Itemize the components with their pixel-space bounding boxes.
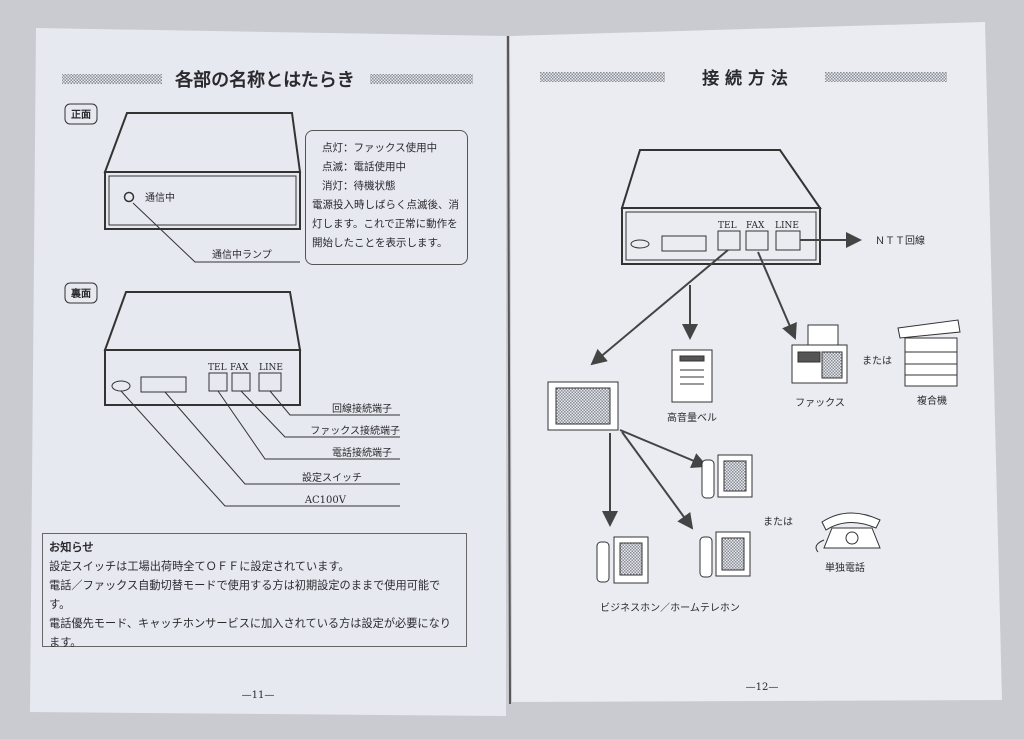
bell-unit-icon	[671, 349, 713, 403]
or-label-2: または	[763, 516, 793, 528]
or-label-1: または	[862, 355, 892, 367]
left-page-number: —11—	[242, 690, 275, 701]
ntt-line-label: ＮＴＴ回線	[875, 234, 925, 247]
rear-port-tel: TEL	[208, 363, 227, 373]
rear-badge-frame	[64, 282, 98, 304]
callout-tel-port: 電話接続端子	[332, 446, 392, 459]
business-phone-main-unit-icon	[547, 381, 619, 431]
callout-fax-port: ファックス接続端子	[310, 424, 400, 437]
notice-heading: お知らせ	[49, 541, 94, 554]
connection-arrows	[590, 232, 862, 530]
business-phone-label: ビジネスホン／ホームテレホン	[600, 602, 740, 614]
right-page-number: —12—	[746, 682, 779, 693]
callout-line-port: 回線接続端子	[332, 402, 392, 415]
page-gutter	[507, 35, 511, 705]
callout-setting-switch: 設定スイッチ	[302, 471, 362, 484]
multifunction-printer-icon	[897, 319, 961, 387]
callout-ac100v: AC100V	[304, 495, 347, 506]
front-lamp-caption: 通信中ランプ	[212, 248, 272, 261]
title-hatch-right-r	[825, 72, 947, 82]
business-phone-icon	[699, 531, 751, 578]
single-phone-label: 単独電話	[825, 561, 865, 574]
port-line: LINE	[775, 221, 799, 231]
rear-leader-lines	[120, 390, 400, 507]
fax-label: ファックス	[795, 397, 845, 409]
mfp-label: 複合機	[917, 394, 947, 407]
notice-line: 設定スイッチは工場出荷時全てＯＦＦに設定されています。	[49, 560, 350, 573]
rear-device-drawing	[103, 291, 302, 406]
bell-label: 高音量ベル	[667, 411, 717, 424]
left-page-title: 各部の名称とはたらき	[174, 69, 355, 91]
rear-port-line: LINE	[259, 363, 283, 373]
status-line: 点灯：ファックス使用中	[322, 142, 438, 154]
lamp-icon	[123, 191, 135, 203]
single-line-phone-icon	[815, 512, 881, 553]
status-line: 消灯：待機状態	[322, 180, 396, 192]
status-note: 電源投入時しばらく点滅後、消灯します。これで正常に動作を開始したことを表示します…	[312, 199, 459, 249]
port-tel: TEL	[718, 221, 737, 231]
status-line: 点滅：電話使用中	[322, 161, 406, 173]
front-device-drawing	[103, 112, 302, 230]
fax-machine-icon	[791, 324, 848, 384]
lamp-leader-line	[132, 202, 300, 263]
rear-port-fax: FAX	[230, 363, 249, 373]
title-hatch-left	[62, 74, 162, 84]
port-fax: FAX	[746, 221, 765, 231]
notice-box: お知らせ 設定スイッチは工場出荷時全てＯＦＦに設定されています。 電話／ファック…	[42, 533, 467, 649]
front-badge: 正面	[71, 109, 91, 121]
business-phone-icon	[701, 454, 753, 499]
rear-badge: 裏面	[70, 287, 91, 300]
left-page	[30, 28, 506, 716]
title-hatch-right	[370, 74, 473, 84]
front-badge-frame	[64, 103, 98, 125]
business-phone-icon	[596, 536, 649, 584]
right-page-title: 接 続 方 法	[702, 68, 788, 89]
front-lamp-text: 通信中	[145, 191, 175, 204]
title-hatch-left-r	[540, 72, 665, 82]
right-page	[510, 22, 1002, 702]
lamp-status-box: 点灯：ファックス使用中 点滅：電話使用中 消灯：待機状態 電源投入時しばらく点滅…	[305, 130, 468, 265]
notice-line: 電話優先モード、キャッチホンサービスに加入されている方は設定が必要になります。	[49, 617, 451, 649]
notice-line: 電話／ファックス自動切替モードで使用する方は初期設定のままで使用可能です。	[49, 579, 441, 611]
